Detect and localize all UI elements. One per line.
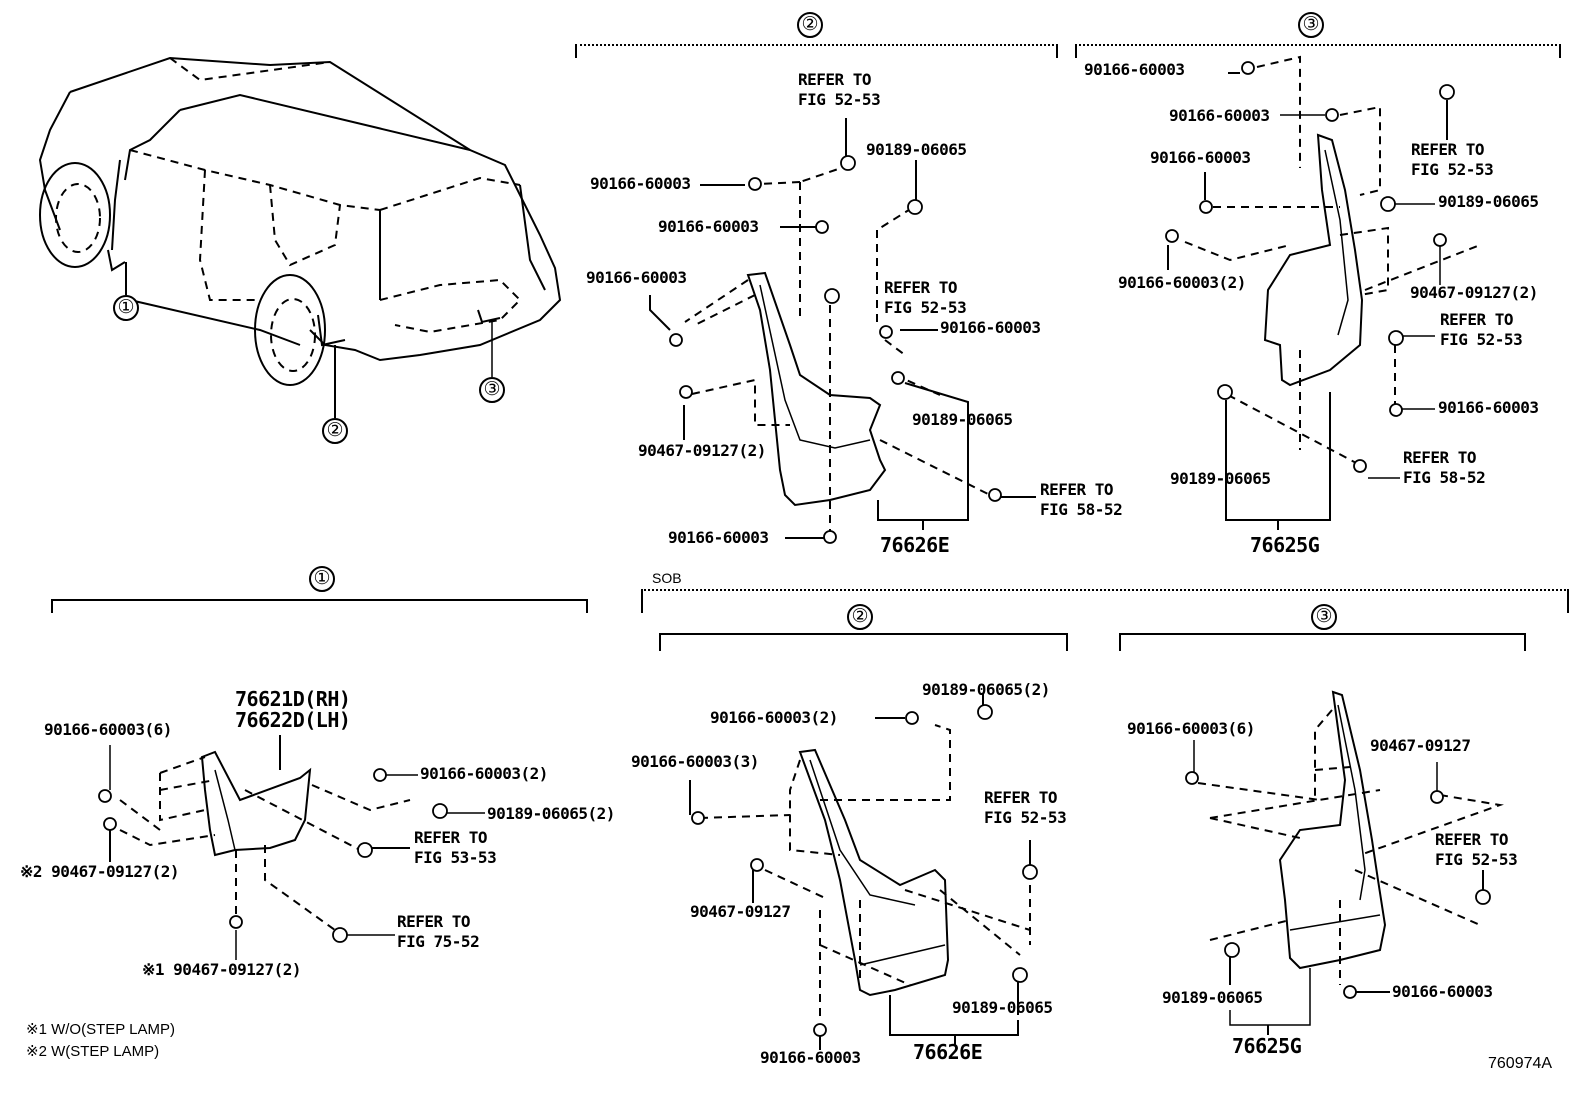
part-label[interactable]: REFER TO FIG 52-53 [984,788,1067,827]
part-label[interactable]: 90166-60003 [1438,398,1539,417]
footnote-1: ※1 W/O(STEP LAMP) [26,1021,175,1038]
part-label[interactable]: 90166-60003 [1392,982,1493,1001]
top-3-mudguard-art [1165,55,1481,530]
part-label[interactable]: REFER TO FIG 52-53 [1440,310,1523,349]
diagram-code: 760974A [1488,1055,1553,1072]
assembly-number-rh[interactable]: 76621D(RH) [235,687,351,711]
bottom-1-mudguard-art [98,735,485,960]
assembly-number[interactable]: 76625G [1232,1034,1302,1058]
part-label[interactable]: 90166-60003 [590,174,691,193]
part-label[interactable]: REFER TO FIG 52-53 [884,278,967,317]
part-label[interactable]: 90189-06065 [1438,192,1539,211]
part-label[interactable]: 90166-60003(2) [420,764,548,783]
vehicle-callout-3[interactable]: ③ [479,377,505,403]
assembly-number[interactable]: 76626E [880,533,950,557]
vehicle-callout-1[interactable]: ① [113,295,139,321]
part-label[interactable]: 90189-06065(2) [487,804,615,823]
footnote-2: ※2 W(STEP LAMP) [26,1043,160,1060]
part-label[interactable]: 90166-60003(3) [631,752,759,771]
vehicle-callout-2[interactable]: ② [322,418,348,444]
section-bracket-top-2 [575,44,1058,58]
part-label[interactable]: REFER TO FIG 58-52 [1403,448,1486,487]
part-label[interactable]: 90189-06065 [912,410,1013,429]
part-label[interactable]: 90166-60003 [668,528,769,547]
section-bracket-top-3 [1075,44,1561,58]
part-label[interactable]: REFER TO FIG 52-53 [798,70,881,109]
part-label[interactable]: 90189-06065(2) [922,680,1050,699]
section-bracket-bottom-1 [51,599,588,613]
vehicle-illustration [38,56,562,418]
part-label[interactable]: 90166-60003 [760,1048,861,1067]
part-label[interactable]: REFER TO FIG 52-53 [1411,140,1494,179]
part-label[interactable]: 90189-06065 [952,998,1053,1017]
section-marker-bottom-1: ① [309,566,335,592]
sob-bracket [641,589,1569,613]
assembly-number[interactable]: 76626E [913,1040,983,1064]
part-label[interactable]: ※2 90467-09127(2) [20,862,180,881]
part-label[interactable]: 90166-60003 [658,217,759,236]
part-label[interactable]: 90189-06065 [866,140,967,159]
part-label[interactable]: 90166-60003 [1169,106,1270,125]
part-label[interactable]: 90166-60003 [1150,148,1251,167]
part-label[interactable]: 90189-06065 [1162,988,1263,1007]
section-marker-bottom-2: ② [847,604,873,630]
part-label[interactable]: 90467-09127(2) [1410,283,1538,302]
part-label[interactable]: REFER TO FIG 52-53 [1435,830,1518,869]
part-label[interactable]: 90166-60003 [1084,60,1185,79]
section-marker-top-3: ③ [1298,12,1324,38]
assembly-number-lh[interactable]: 76622D(LH) [235,708,351,732]
bottom-3-mudguard-art [1185,690,1504,1035]
sob-label: SOB [652,570,682,586]
part-label[interactable]: 90467-09127 [1370,736,1471,755]
part-label[interactable]: 90467-09127(2) [638,441,766,460]
section-marker-bottom-3: ③ [1311,604,1337,630]
section-bracket-bottom-3 [1119,633,1526,651]
section-bracket-bottom-2 [659,633,1068,651]
part-label[interactable]: 90467-09127 [690,902,791,921]
assembly-number[interactable]: 76625G [1250,533,1320,557]
bottom-2-mudguard-art [689,693,1038,1050]
top-2-mudguard-art [649,118,1036,544]
part-label[interactable]: 90166-60003(2) [710,708,838,727]
part-label[interactable]: ※1 90467-09127(2) [142,960,302,979]
part-label[interactable]: REFER TO FIG 75-52 [397,912,480,951]
part-label[interactable]: REFER TO FIG 53-53 [414,828,497,867]
part-label[interactable]: 90166-60003(2) [1118,273,1246,292]
part-label[interactable]: 90166-60003 [586,268,687,287]
part-label[interactable]: REFER TO FIG 58-52 [1040,480,1123,519]
part-label[interactable]: 90166-60003(6) [1127,719,1255,738]
part-label[interactable]: 90166-60003(6) [44,720,172,739]
part-label[interactable]: 90166-60003 [940,318,1041,337]
part-label[interactable]: 90189-06065 [1170,469,1271,488]
section-marker-top-2: ② [797,12,823,38]
